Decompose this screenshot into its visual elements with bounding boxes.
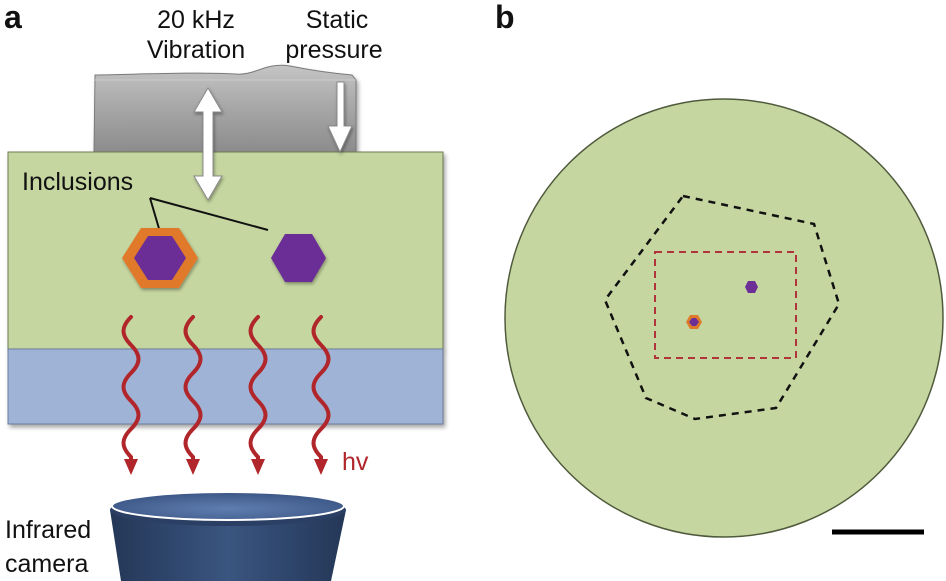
vibration-arrow [193,87,223,201]
camera-label-line1: Infrared [5,516,91,544]
sample-disc [504,98,944,538]
inclusion-plain [271,234,326,282]
panel-a: a 20 kHz Vibration Static pressure Inclu… [4,0,444,581]
scan-region-outline [603,194,841,421]
pressure-label-line2: pressure [285,36,382,64]
inclusions-label: Inclusions [22,168,133,196]
substrate-layer [7,348,444,425]
vibration-label-line2: Vibration [147,36,245,64]
pressure-label-line1: Static [306,6,369,34]
sonic-horn [93,64,357,153]
panel-a-label: a [4,0,22,35]
sample-block [7,151,444,350]
infrared-camera [110,491,346,581]
panel-b: b [495,0,944,538]
vibration-label-line1: 20 kHz [157,6,235,34]
roi-box [654,251,797,359]
inclusion-rimmed-small [686,315,702,329]
inclusion-plain-small [745,281,758,293]
hv-label: hv [342,448,369,476]
pressure-arrow [327,81,353,154]
camera-label-line2: camera [5,550,88,578]
panel-b-label: b [495,0,515,35]
inclusion-rimmed [122,228,198,288]
inclusions-leader [149,197,269,233]
